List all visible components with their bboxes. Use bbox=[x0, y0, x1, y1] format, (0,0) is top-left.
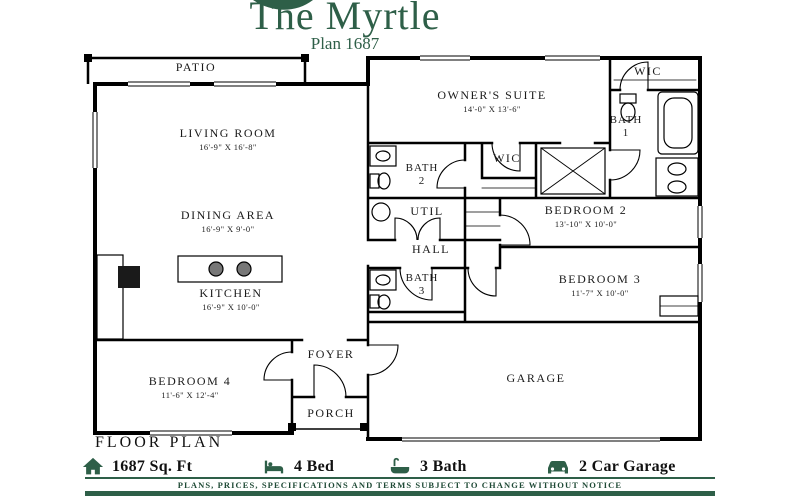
footer-divider-top bbox=[85, 477, 715, 479]
walls-interior bbox=[93, 56, 702, 441]
floor-plan-caption: FLOOR PLAN bbox=[95, 434, 224, 451]
stat-sqft: 1687 Sq. Ft bbox=[82, 455, 192, 479]
bed-icon bbox=[264, 460, 284, 474]
room-label-patio: PATIO bbox=[175, 60, 217, 74]
stat-label-bath: 3 Bath bbox=[420, 458, 467, 475]
tub-icon bbox=[657, 91, 699, 155]
room-label-garage: GARAGE bbox=[506, 371, 566, 385]
room-label-wic-mid: WIC bbox=[493, 151, 521, 165]
stat-bed: 4 Bed bbox=[262, 455, 334, 479]
doors bbox=[263, 61, 649, 398]
toilet-icon-3 bbox=[620, 102, 636, 122]
windows bbox=[92, 55, 703, 442]
room-label-wic-top: WIC bbox=[634, 64, 662, 78]
bath-icon bbox=[390, 457, 410, 474]
walls-patio bbox=[86, 56, 307, 84]
posts bbox=[84, 54, 368, 431]
disclaimer-text: PLANS, PRICES, SPECIFICATIONS AND TERMS … bbox=[177, 480, 623, 490]
room-label-foyer: FOYER bbox=[307, 347, 355, 361]
toilet-icon bbox=[377, 172, 391, 190]
room-label-hall: HALL bbox=[412, 242, 450, 256]
footer-divider-bottom bbox=[85, 491, 715, 496]
house-icon bbox=[82, 457, 104, 475]
room-label-util: UTIL bbox=[410, 204, 444, 218]
page-subtitle: Plan 1687 bbox=[310, 34, 380, 53]
stat-bath: 3 Bath bbox=[388, 455, 467, 479]
room-label-porch: PORCH bbox=[307, 406, 355, 420]
kitchen-island bbox=[177, 255, 283, 283]
stat-label-bed: 4 Bed bbox=[294, 458, 335, 475]
car-icon bbox=[548, 461, 568, 474]
stat-label-garage: 2 Car Garage bbox=[579, 458, 676, 475]
water-heater-icon bbox=[371, 202, 391, 222]
toilet-icon-2 bbox=[377, 294, 391, 310]
shower-icon bbox=[540, 147, 606, 195]
sink-icon bbox=[208, 261, 224, 277]
stat-label-sqft: 1687 Sq. Ft bbox=[112, 458, 193, 475]
stove-icon bbox=[118, 266, 140, 288]
stat-garage: 2 Car Garage bbox=[545, 455, 676, 479]
fixtures bbox=[96, 91, 699, 340]
sink-icon-2 bbox=[236, 261, 252, 277]
logo-mark-icon bbox=[253, 0, 313, 10]
